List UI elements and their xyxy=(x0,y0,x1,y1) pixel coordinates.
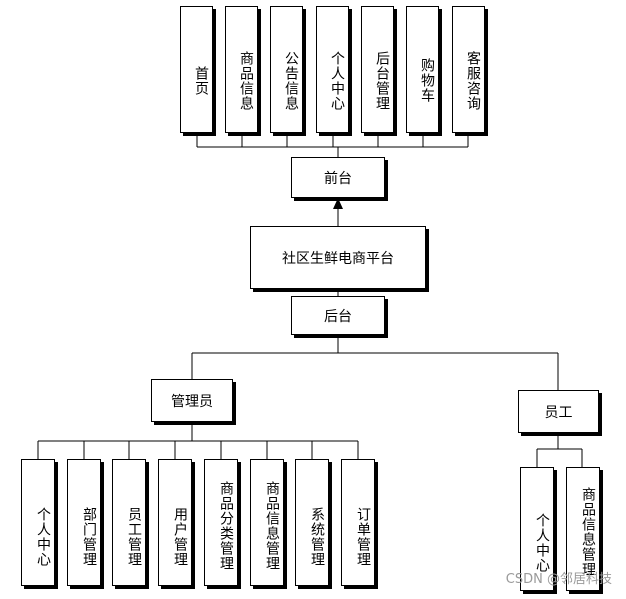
frontend-module-announcement: 公告信息 xyxy=(270,6,303,133)
staff-module-product-info: 商品信息管理 xyxy=(566,467,600,591)
frontend-module-backend-admin: 后台管理 xyxy=(361,6,394,133)
frontend-module-customer-service: 客服咨询 xyxy=(452,6,485,133)
frontend-module-personal-center: 个人中心 xyxy=(316,6,349,133)
admin-module-user: 用户管理 xyxy=(158,459,192,586)
platform-node: 社区生鲜电商平台 xyxy=(250,226,426,289)
admin-module-staff: 员工管理 xyxy=(112,459,146,586)
admin-module-order: 订单管理 xyxy=(341,459,375,586)
frontend-module-cart: 购物车 xyxy=(406,6,439,133)
admin-module-system: 系统管理 xyxy=(295,459,329,586)
admin-module-product-info: 商品信息管理 xyxy=(250,459,284,586)
frontend-module-product-info: 商品信息 xyxy=(225,6,258,133)
admin-module-department: 部门管理 xyxy=(67,459,101,586)
watermark: CSDN @邻居科技 xyxy=(505,572,612,587)
backend-node: 后台 xyxy=(291,296,385,335)
admin-module-personal-center: 个人中心 xyxy=(21,459,55,586)
frontend-module-home: 首页 xyxy=(180,6,213,133)
arrow-up-icon xyxy=(333,198,343,209)
staff-module-personal-center: 个人中心 xyxy=(520,467,554,591)
staff-node: 员工 xyxy=(518,390,599,433)
frontend-node: 前台 xyxy=(291,157,385,198)
admin-node: 管理员 xyxy=(151,379,233,422)
admin-module-category: 商品分类管理 xyxy=(204,459,238,586)
